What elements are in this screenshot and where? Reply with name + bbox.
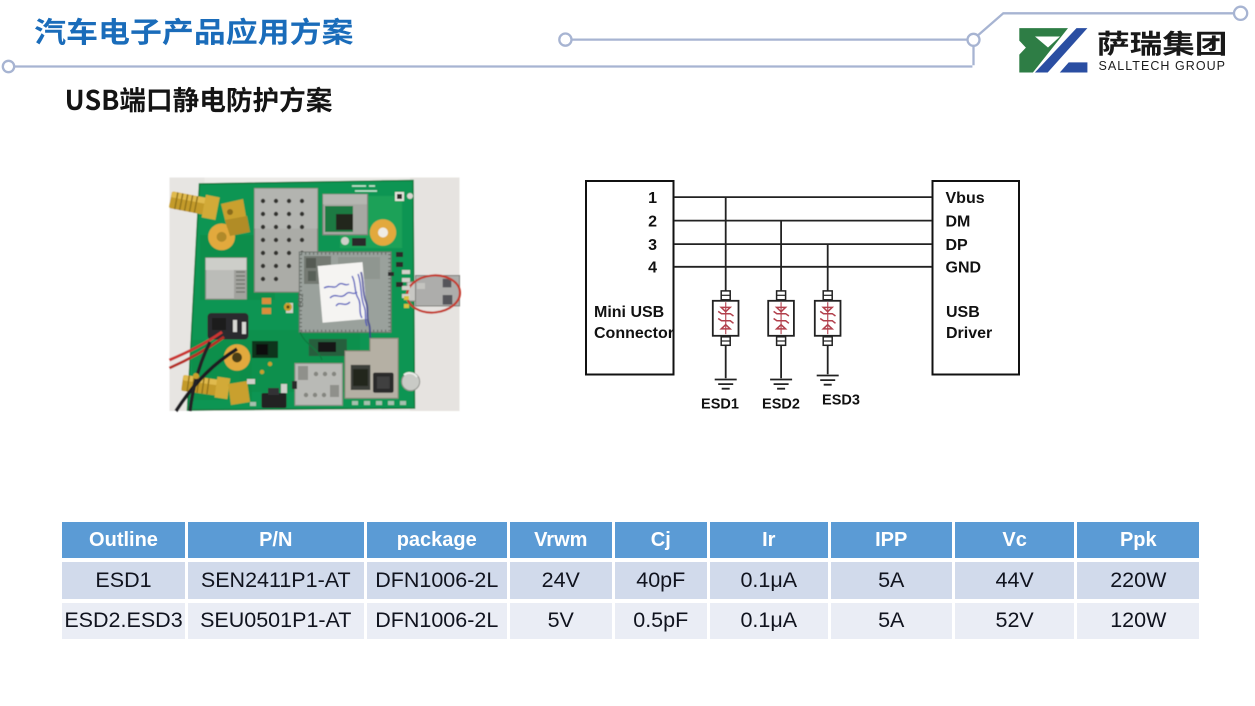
svg-text:ESD2: ESD2: [762, 397, 800, 413]
svg-text:ESD3: ESD3: [822, 393, 860, 409]
svg-text:USB: USB: [946, 304, 980, 321]
svg-text:Vbus: Vbus: [946, 190, 985, 207]
svg-text:1: 1: [648, 190, 657, 207]
svg-text:DP: DP: [946, 237, 969, 254]
svg-text:Connector: Connector: [594, 325, 674, 342]
svg-text:DM: DM: [946, 213, 971, 230]
svg-text:SALLTECH GROUP: SALLTECH GROUP: [1099, 59, 1226, 73]
svg-text:4: 4: [648, 260, 657, 277]
svg-text:2: 2: [648, 213, 657, 230]
svg-text:Mini USB: Mini USB: [594, 304, 664, 321]
svg-text:EC2: EC2: [298, 293, 305, 307]
svg-text:GND: GND: [946, 260, 982, 277]
svg-text:Driver: Driver: [946, 325, 992, 342]
svg-text:3: 3: [648, 237, 657, 254]
svg-text:ESD1: ESD1: [701, 397, 739, 413]
